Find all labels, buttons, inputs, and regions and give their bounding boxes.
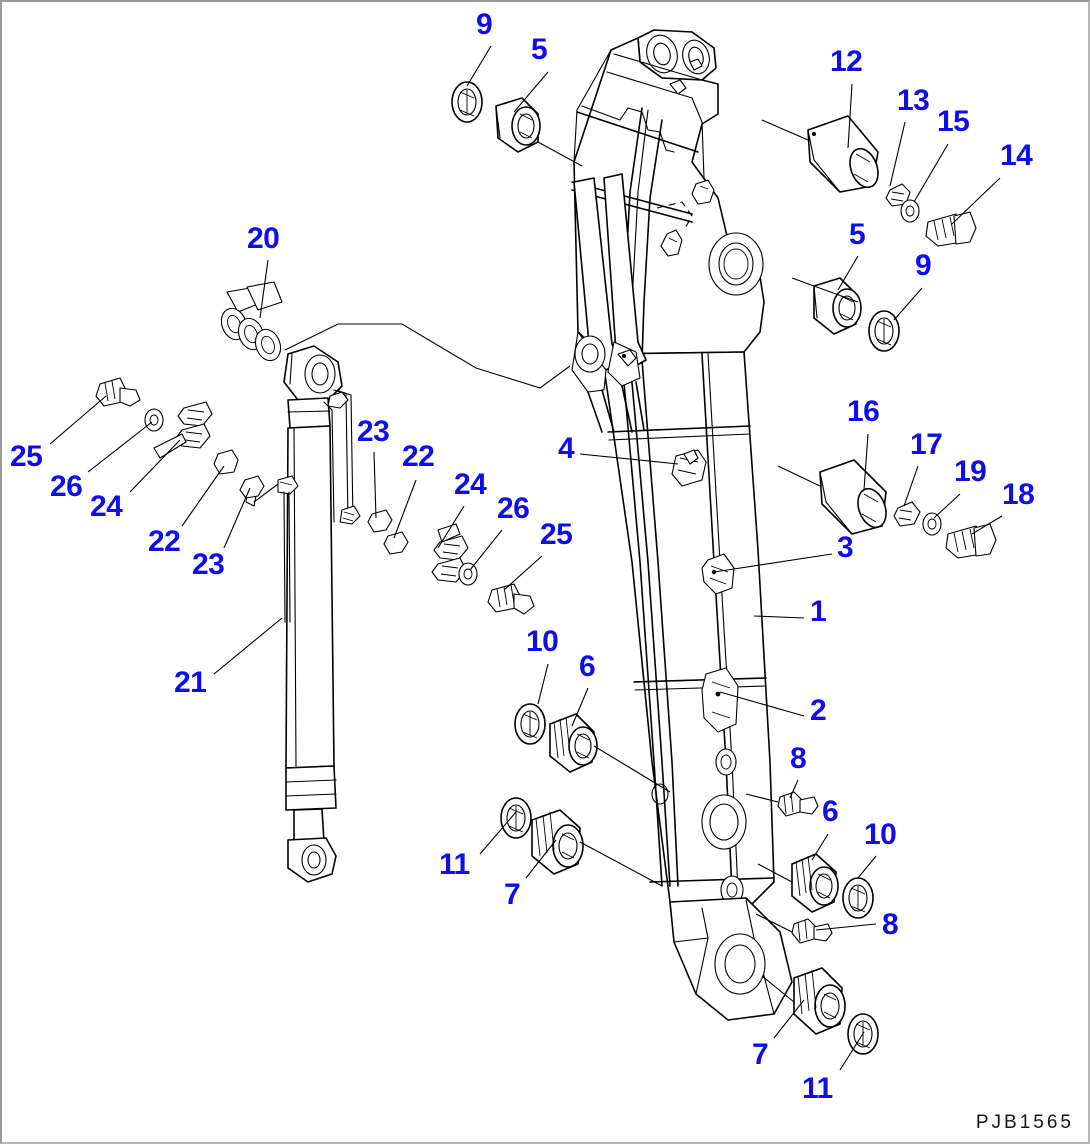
lock-plate-17 — [893, 501, 921, 527]
callout-23-left: 23 — [192, 548, 225, 581]
bushing-7-bottom — [793, 967, 846, 1035]
callout-5-right: 5 — [849, 218, 866, 251]
grease-fitting-8-upper — [777, 791, 819, 817]
callout-12: 12 — [830, 45, 863, 78]
callout-11-bottom: 11 — [802, 1072, 833, 1105]
callout-26-left: 26 — [50, 470, 83, 503]
callout-7-left: 7 — [504, 878, 521, 911]
hydraulic-cylinder-21 — [245, 345, 361, 883]
washer-15 — [900, 199, 920, 223]
callout-11-left: 11 — [439, 848, 470, 881]
clamp-hardware-left — [95, 377, 265, 499]
callout-19: 19 — [954, 455, 987, 488]
bushing-5-right — [813, 277, 862, 335]
callout-18: 18 — [1002, 478, 1035, 511]
bushing-7-left — [531, 809, 584, 875]
callout-8-lower: 8 — [882, 908, 899, 941]
callout-8-upper: 8 — [790, 742, 807, 775]
seal-10-left — [514, 703, 546, 745]
shim-set-20 — [220, 281, 283, 362]
callout-24-left: 24 — [90, 490, 123, 523]
callout-25-right: 25 — [540, 518, 573, 551]
pin-12 — [807, 115, 879, 193]
bushing-5-upper-left — [495, 97, 541, 153]
callout-6-left: 6 — [579, 650, 596, 683]
callout-15: 15 — [937, 105, 970, 138]
washer-19 — [922, 512, 942, 536]
bushing-6-left — [549, 713, 598, 773]
boom-main-body — [571, 29, 793, 1021]
callout-13: 13 — [897, 84, 930, 117]
bolt-18 — [945, 523, 997, 559]
callout-23-right: 23 — [357, 415, 390, 448]
seal-9-right — [868, 310, 900, 352]
clamp-hardware-right — [367, 509, 535, 615]
seal-9-upper-left — [451, 81, 483, 123]
callout-1: 1 — [810, 595, 827, 628]
callout-17: 17 — [910, 428, 943, 461]
callout-7-bottom: 7 — [752, 1038, 769, 1071]
bracket-4 — [671, 449, 707, 487]
bolt-14 — [925, 211, 977, 247]
callout-6-right: 6 — [822, 795, 839, 828]
pin-16 — [819, 459, 887, 535]
callout-4: 4 — [558, 432, 575, 465]
callout-20: 20 — [247, 222, 280, 255]
callout-14: 14 — [1000, 139, 1033, 172]
callout-21: 21 — [174, 666, 207, 699]
callout-10-right: 10 — [864, 818, 897, 851]
callout-16: 16 — [847, 395, 880, 428]
callout-2: 2 — [810, 694, 827, 727]
seal-10-right — [842, 877, 874, 919]
drawing-number: PJB1565 — [975, 1112, 1074, 1133]
leader-lines — [49, 45, 1003, 1071]
callout-22-left: 22 — [148, 525, 181, 558]
callout-25-left: 25 — [10, 440, 43, 473]
callout-26-right: 26 — [497, 492, 530, 525]
callout-9-upper-left: 9 — [476, 8, 493, 41]
callout-10-left: 10 — [526, 625, 559, 658]
callout-9-right: 9 — [915, 249, 932, 282]
callout-24-right: 24 — [454, 468, 487, 501]
grease-fitting-8-lower — [791, 918, 833, 944]
callout-5-upper-left: 5 — [531, 33, 548, 66]
callout-22-right: 22 — [402, 440, 435, 473]
bushing-6-right — [791, 853, 839, 913]
callout-3: 3 — [837, 531, 854, 564]
seal-11-left — [500, 797, 532, 839]
